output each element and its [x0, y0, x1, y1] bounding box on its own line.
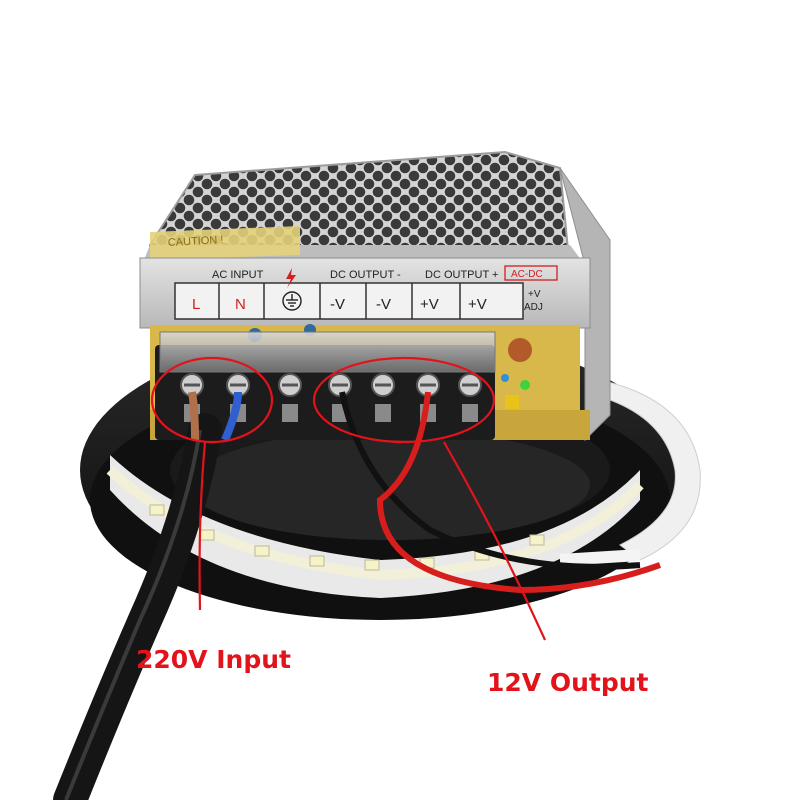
acdc-badge-text: AC-DC — [511, 269, 543, 280]
output-annotation-label: 12V Output — [487, 668, 649, 697]
output-leader-line — [443, 441, 547, 641]
dc-output-minus-label: DC OUTPUT - — [330, 269, 401, 281]
dc-output-plus-label: DC OUTPUT + — [425, 269, 498, 281]
power-supply-unit — [139, 150, 611, 442]
terminal-neg-v-1-label: -V — [330, 296, 345, 313]
terminal-n-label: N — [235, 296, 246, 313]
panel-labels: CAUTION ! AC INPUT DC OUTPUT - DC OUTPUT… — [168, 234, 543, 313]
terminal-block — [155, 331, 496, 440]
input-leader-line — [198, 441, 207, 611]
terminal-l-label: L — [192, 296, 200, 313]
terminal-pos-v-1-label: +V — [420, 296, 439, 313]
terminal-neg-v-2-label: -V — [376, 296, 391, 313]
dc-output-cable — [339, 391, 662, 594]
annotation-marks — [150, 356, 547, 641]
adj-bottom-label: ADJ — [524, 302, 543, 313]
terminal-pos-v-2-label: +V — [468, 296, 487, 313]
lightning-warning-icon — [286, 268, 296, 288]
output-terminal-circle — [312, 356, 496, 444]
ac-input-label: AC INPUT — [212, 269, 264, 281]
ac-input-cable — [53, 391, 242, 800]
caution-text: CAUTION ! — [168, 234, 224, 249]
adj-top-label: +V — [528, 289, 541, 300]
input-terminal-circle — [150, 356, 274, 444]
ground-symbol-icon — [282, 291, 302, 311]
input-annotation-label: 220V Input — [136, 645, 291, 674]
